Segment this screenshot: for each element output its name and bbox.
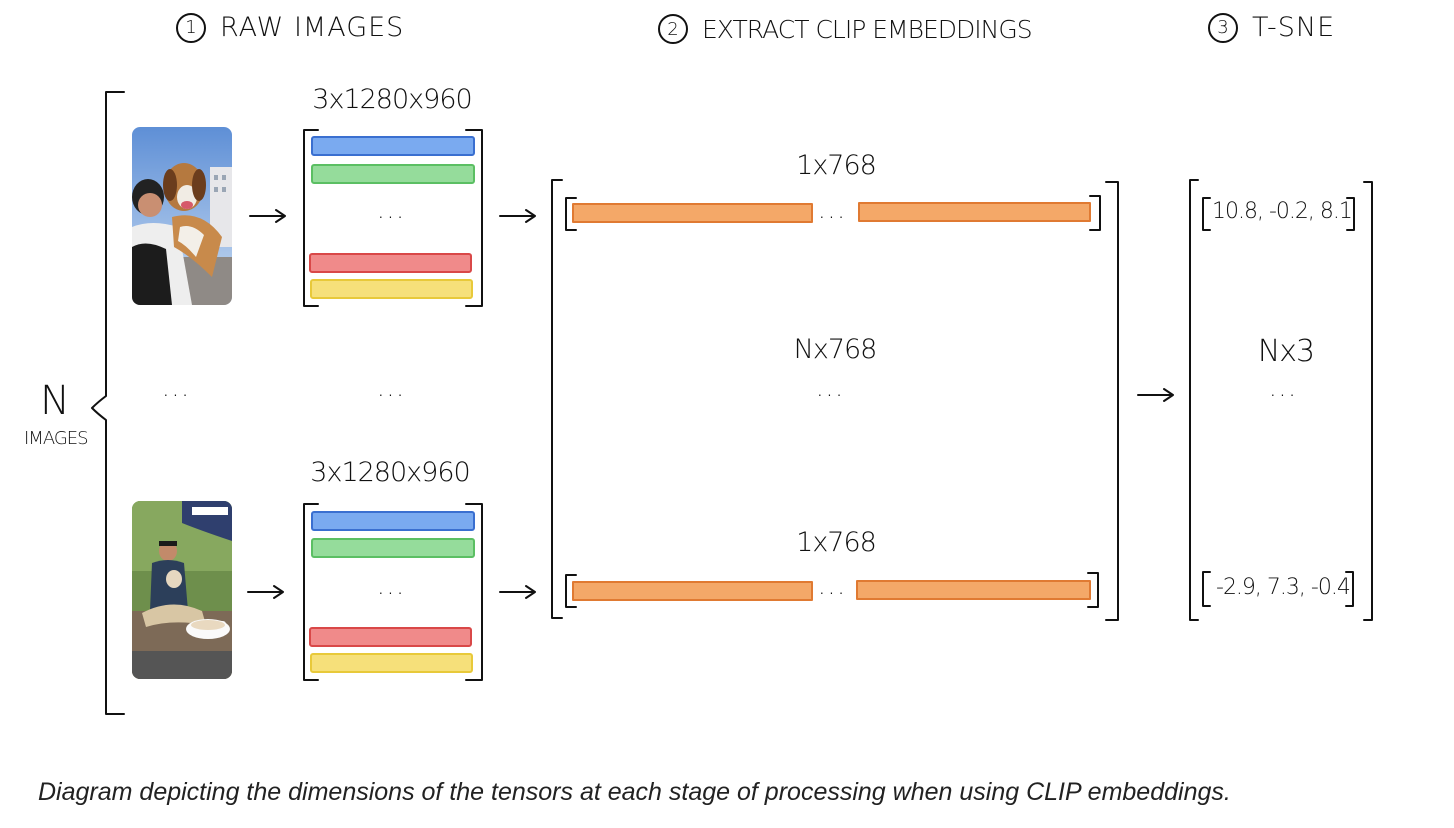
tsne-vector-first-bracket-left: [1202, 197, 1211, 231]
arrow-photo-1: [249, 209, 286, 223]
cafe-photo: [132, 501, 232, 679]
image-2-yellow-channel: [310, 653, 473, 673]
embedding-2-bar-right: [856, 580, 1091, 600]
tsne-vector-first-bracket-right: [1346, 197, 1355, 231]
tsne-vector-last: -2.9, 7.3, -0.4: [1216, 575, 1351, 600]
ellipsis-image-1: ...: [377, 196, 406, 224]
arrow-matrix-2: [499, 585, 536, 599]
step-2-header: 2 EXTRACT CLIP EMBEDDINGS: [658, 14, 1033, 44]
step-2-label: EXTRACT CLIP EMBEDDINGS: [702, 14, 1033, 44]
embedding-1-bar-right: [858, 202, 1091, 222]
image-2-blue-channel: [311, 511, 475, 531]
embedding-matrix-bracket-right: [1105, 181, 1119, 621]
step-3-header: 3 T-SNE: [1208, 12, 1335, 43]
image-2-green-channel: [311, 538, 475, 558]
embedding-2-bracket-left: [565, 574, 577, 608]
image-dims-label-bottom: 3x1280x960: [310, 457, 470, 488]
ellipsis-image-2: ...: [377, 572, 406, 600]
image-dims-label-top: 3x1280x960: [312, 84, 472, 115]
image-2-bracket-left: [303, 503, 319, 681]
caption: Diagram depicting the dimensions of the …: [38, 778, 1231, 806]
image-1-blue-channel: [311, 136, 475, 156]
ellipsis-embedding-2: ...: [818, 572, 847, 600]
embedding-1-bar-left: [572, 203, 813, 223]
n-label: N: [40, 378, 70, 424]
embedding-matrix-dims-label: Nx768: [793, 334, 878, 365]
tsne-matrix-bracket-right: [1363, 181, 1373, 621]
embedding-dims-label-top: 1x768: [796, 150, 877, 181]
step-1-number: 1: [176, 12, 206, 43]
image-1-green-channel: [311, 164, 475, 184]
arrow-embeddings-tsne: [1137, 388, 1174, 402]
embedding-1-bracket-right: [1089, 195, 1101, 231]
ellipsis-photos: ...: [162, 374, 191, 402]
step-3-number: 3: [1208, 12, 1238, 43]
ellipsis-tsne: ...: [1269, 374, 1298, 402]
ellipsis-matrices: ...: [377, 374, 406, 402]
embedding-matrix-bracket-left: [551, 179, 563, 619]
image-1-bracket-right: [465, 129, 483, 307]
embedding-2-bar-left: [572, 581, 813, 601]
dog-selfie-photo: [132, 127, 232, 305]
ellipsis-embedding-1: ...: [818, 196, 847, 224]
n-images-brace: [91, 91, 125, 715]
step-3-label: T-SNE: [1252, 12, 1336, 43]
image-2-bracket-right: [465, 503, 483, 681]
step-2-number: 2: [658, 14, 688, 44]
tsne-matrix-bracket-left: [1189, 179, 1199, 621]
image-1-red-channel: [309, 253, 472, 273]
tsne-dims-label: Nx3: [1257, 334, 1315, 369]
arrow-matrix-1: [499, 209, 536, 223]
embedding-1-bracket-left: [565, 197, 577, 231]
embedding-dims-label-bottom: 1x768: [796, 527, 877, 558]
embedding-2-bracket-right: [1087, 572, 1099, 608]
image-1-yellow-channel: [310, 279, 473, 299]
tsne-vector-first: 10.8, -0.2, 8.1: [1212, 199, 1353, 224]
step-1-label: RAW IMAGES: [220, 12, 405, 43]
image-2-red-channel: [309, 627, 472, 647]
ellipsis-embedding-matrix: ...: [816, 374, 845, 402]
n-sublabel: IMAGES: [24, 428, 89, 449]
arrow-photo-2: [247, 585, 284, 599]
tsne-vector-last-bracket-right: [1345, 571, 1354, 607]
image-1-bracket-left: [303, 129, 319, 307]
tsne-vector-last-bracket-left: [1202, 571, 1211, 607]
step-1-header: 1 RAW IMAGES: [176, 12, 404, 43]
